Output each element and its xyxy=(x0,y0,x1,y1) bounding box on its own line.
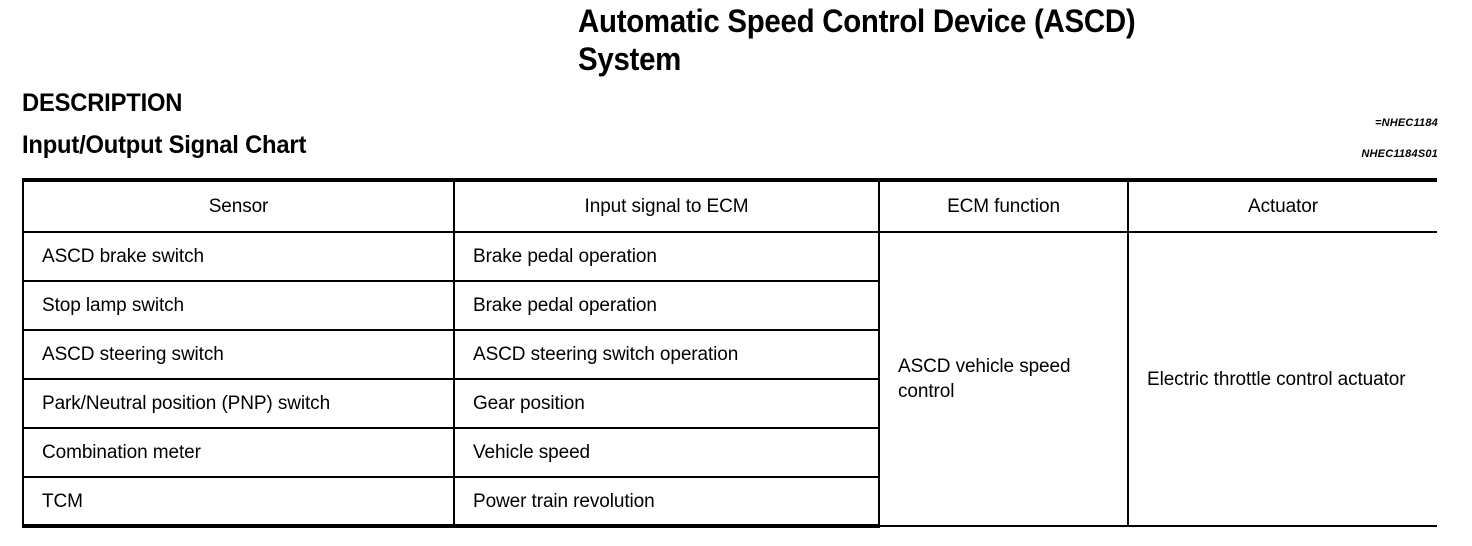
signal-chart-table-container: Sensor Input signal to ECM ECM function … xyxy=(22,178,1437,528)
reference-code-bottom: NHEC1184S01 xyxy=(1361,148,1438,160)
cell-sensor: ASCD brake switch xyxy=(22,232,454,282)
cell-input-signal: ASCD steering switch operation xyxy=(453,330,879,380)
table-row: Combination meter Vehicle speed xyxy=(22,428,1437,478)
page-title: Automatic Speed Control Device (ASCD) Sy… xyxy=(578,3,1136,77)
cell-sensor: ASCD steering switch xyxy=(22,330,454,380)
cell-actuator: Electric throttle control actuator xyxy=(1127,232,1437,527)
column-header-sensor: Sensor xyxy=(22,178,454,233)
table-header-row: Sensor Input signal to ECM ECM function … xyxy=(22,178,1437,233)
cell-sensor: Stop lamp switch xyxy=(22,281,454,331)
cell-input-signal: Power train revolution xyxy=(453,477,879,528)
cell-sensor: TCM xyxy=(22,477,454,528)
table-row: ASCD brake switch Brake pedal operation … xyxy=(22,232,1437,527)
table-row: Stop lamp switch Brake pedal operation xyxy=(22,281,1437,331)
table-body: ASCD brake switch Brake pedal operation … xyxy=(22,232,1437,528)
input-output-signal-table: Sensor Input signal to ECM ECM function … xyxy=(22,178,1437,528)
reference-code-top: =NHEC1184 xyxy=(1374,117,1438,129)
section-heading-description: DESCRIPTION xyxy=(22,89,183,117)
cell-input-signal: Vehicle speed xyxy=(453,428,879,478)
cell-input-signal: Brake pedal operation xyxy=(453,281,879,331)
cell-input-signal: Brake pedal operation xyxy=(453,232,879,282)
subsection-heading-input-output-signal-chart: Input/Output Signal Chart xyxy=(22,131,307,159)
cell-input-signal: Gear position xyxy=(453,379,879,429)
cell-sensor: Combination meter xyxy=(22,428,454,478)
cell-sensor: Park/Neutral position (PNP) switch xyxy=(22,379,454,429)
actuator-text: Electric throttle control actuator xyxy=(1147,368,1406,390)
cell-ecm-function: ASCD vehicle speed control xyxy=(878,232,1128,527)
column-header-input-signal: Input signal to ECM xyxy=(453,178,879,233)
table-row: Park/Neutral position (PNP) switch Gear … xyxy=(22,379,1437,429)
table-row: TCM Power train revolution xyxy=(22,477,1437,528)
column-header-actuator: Actuator xyxy=(1127,178,1437,233)
table-row: ASCD steering switch ASCD steering switc… xyxy=(22,330,1437,380)
ecm-function-text: ASCD vehicle speed control xyxy=(898,356,1071,402)
column-header-ecm-function: ECM function xyxy=(878,178,1128,233)
table-header: Sensor Input signal to ECM ECM function … xyxy=(22,178,1437,233)
